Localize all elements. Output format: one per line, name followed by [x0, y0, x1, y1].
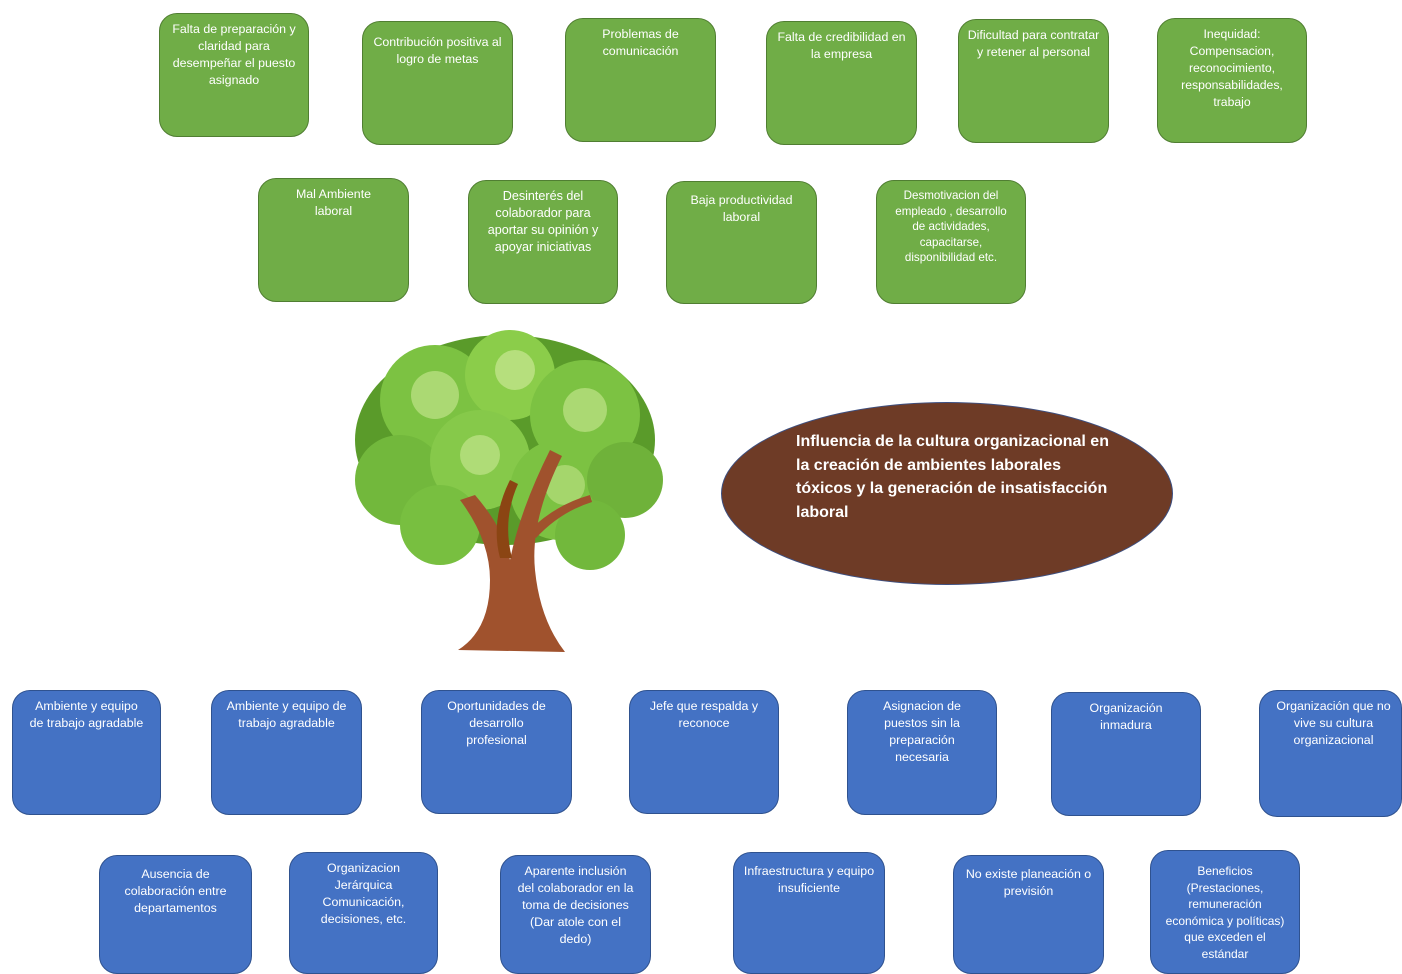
- effect-box: Dificultad para contratar y retener al p…: [958, 19, 1109, 143]
- cause-box: Ausencia de colaboración entre departame…: [99, 855, 252, 974]
- effect-box: Desmotivacion del empleado , desarrollo …: [876, 180, 1026, 304]
- cause-box: Ambiente y equipo de trabajo agradable: [211, 690, 362, 815]
- cause-box: Beneficios (Prestaciones, remuneración e…: [1150, 850, 1300, 974]
- tree-trunk: [458, 450, 592, 652]
- cause-box: Oportunidades de desarrollo profesional: [421, 690, 572, 814]
- effect-box: Falta de credibilidad en la empresa: [766, 21, 917, 145]
- effect-box: Desinterés del colaborador para aportar …: [468, 180, 618, 304]
- cause-box: Ambiente y equipo de trabajo agradable: [12, 690, 161, 815]
- tree-icon: [355, 330, 663, 652]
- cause-box: Organizacion Jerárquica Comunicación, de…: [289, 852, 438, 974]
- cause-box: Organización que no vive su cultura orga…: [1259, 690, 1402, 817]
- cause-box: Organización inmadura: [1051, 692, 1201, 816]
- cause-box: No existe planeación o previsión: [953, 855, 1104, 974]
- effect-box: Inequidad: Compensacion, reconocimiento,…: [1157, 18, 1307, 143]
- cause-box: Infraestructura y equipo insuficiente: [733, 852, 885, 974]
- effect-box: Baja productividad laboral: [666, 181, 817, 304]
- central-title: Influencia de la cultura organizacional …: [796, 433, 1109, 521]
- central-ellipse: [721, 402, 1173, 585]
- effect-box: Mal Ambiente laboral: [258, 178, 409, 302]
- effect-box: Problemas de comunicación: [565, 18, 716, 142]
- cause-box: Asignacion de puestos sin la preparación…: [847, 690, 997, 815]
- cause-box: Jefe que respalda y reconoce: [629, 690, 779, 814]
- tree-foliage: [355, 330, 663, 570]
- cause-box: Aparente inclusión del colaborador en la…: [500, 855, 651, 974]
- effect-box: Falta de preparación y claridad para des…: [159, 13, 309, 137]
- effect-box: Contribución positiva al logro de metas: [362, 21, 513, 145]
